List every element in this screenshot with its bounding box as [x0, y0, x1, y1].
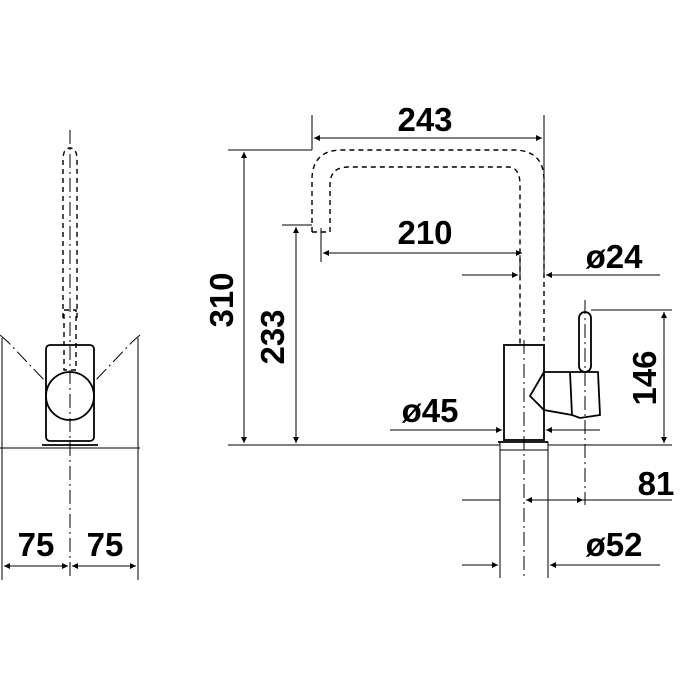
side-view-handle: [528, 371, 601, 419]
label-310: 310: [203, 272, 240, 327]
label-81: 81: [638, 465, 675, 502]
label-210: 210: [397, 214, 452, 251]
label-243: 243: [397, 101, 452, 138]
front-view: 75 75: [0, 130, 141, 580]
side-view-spout-outer: [311, 149, 545, 345]
side-view-handle-divider: [569, 371, 573, 416]
label-146: 146: [626, 350, 663, 405]
front-view-spout: [62, 147, 78, 318]
label-diameter-24: ø24: [586, 238, 644, 275]
label-75-left: 75: [18, 526, 55, 563]
side-view-spout-inner: [329, 166, 521, 345]
side-view: 243 210 ø24 310 233 146 ø45 81: [203, 101, 674, 580]
front-view-lever-swing-left: [0, 334, 47, 383]
front-view-handle-knob: [45, 371, 95, 421]
label-diameter-52: ø52: [586, 526, 643, 563]
label-75-right: 75: [87, 526, 124, 563]
label-diameter-45: ø45: [402, 392, 459, 429]
label-233: 233: [254, 309, 291, 364]
front-view-lever-swing-right: [93, 334, 141, 383]
